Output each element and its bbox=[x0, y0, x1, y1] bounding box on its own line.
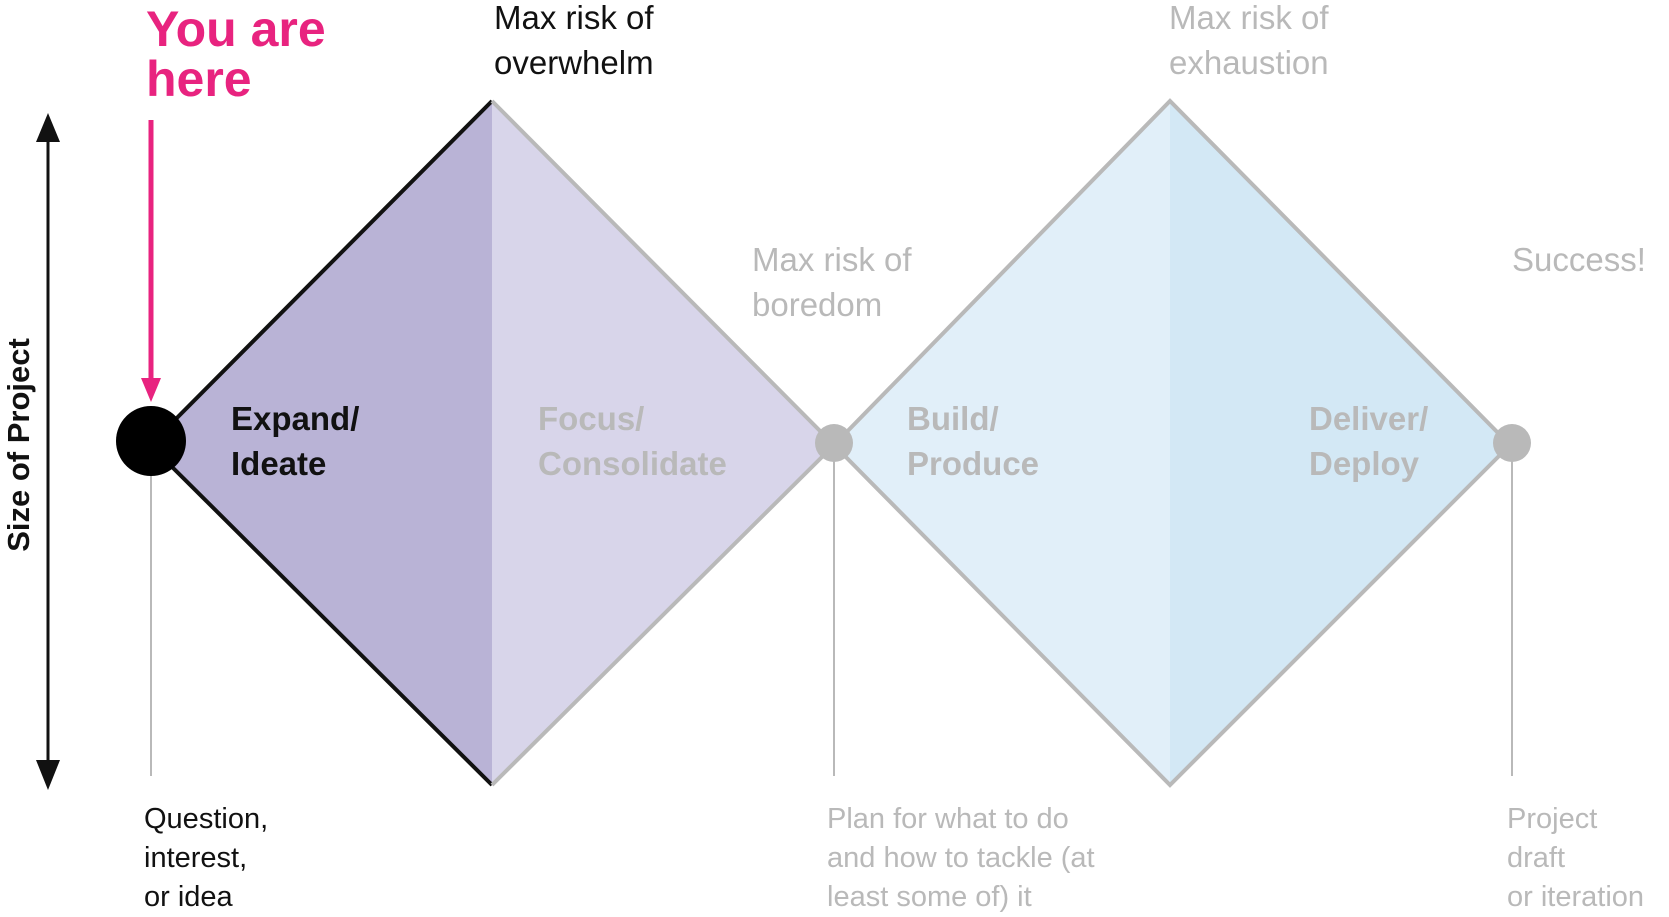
milestone-draft-line3: or iteration bbox=[1507, 881, 1645, 914]
you-are-here-line1: You are bbox=[146, 1, 326, 57]
stage-expand-line2: Ideate bbox=[231, 444, 327, 482]
milestone-project-draft: Project draft or iteration bbox=[1507, 800, 1644, 917]
build-produce-half bbox=[834, 101, 1170, 785]
you-are-here-label: You are here bbox=[146, 4, 326, 104]
risk-boredom-label: Max risk of boredom bbox=[752, 238, 912, 327]
stage-deliver-line2: Deploy bbox=[1309, 444, 1420, 482]
milestone-plan-line1: Plan for what to do bbox=[827, 803, 1069, 835]
milestone-question-line3: or idea bbox=[144, 881, 233, 914]
milestone-question-line2: interest, bbox=[144, 842, 248, 875]
stage-expand-ideate: Expand/ Ideate bbox=[231, 397, 359, 486]
stage-focus-consolidate: Focus/ Consolidate bbox=[538, 397, 727, 486]
you-are-here-line2: here bbox=[146, 51, 252, 107]
milestone-question-idea: Question, interest, or idea bbox=[144, 800, 268, 917]
milestone-question-line1: Question, bbox=[144, 803, 269, 835]
stage-build-line2: Produce bbox=[907, 444, 1040, 482]
stage-build-produce: Build/ Produce bbox=[907, 397, 1039, 486]
stage-deliver-line1: Deliver/ bbox=[1309, 400, 1429, 437]
stage-expand-line1: Expand/ bbox=[231, 400, 360, 437]
stage-focus-line2: Consolidate bbox=[538, 444, 727, 482]
risk-exhaustion-label: Max risk of exhaustion bbox=[1169, 0, 1329, 85]
current-position-dot bbox=[116, 406, 186, 476]
stage-focus-line1: Focus/ bbox=[538, 400, 645, 437]
risk-overwhelm-line1: Max risk of bbox=[494, 0, 654, 36]
risk-boredom-line1: Max risk of bbox=[752, 241, 912, 278]
milestone-draft-line2: draft bbox=[1507, 842, 1566, 875]
risk-overwhelm-label: Max risk of overwhelm bbox=[494, 0, 654, 85]
success-label: Success! bbox=[1512, 241, 1646, 278]
size-axis-arrow-up bbox=[36, 113, 60, 142]
plan-milestone-dot bbox=[815, 424, 853, 462]
milestone-plan: Plan for what to do and how to tackle (a… bbox=[827, 800, 1095, 917]
stage-deliver-deploy: Deliver/ Deploy bbox=[1309, 397, 1428, 486]
milestone-plan-line2: and how to tackle (at bbox=[827, 842, 1095, 875]
size-axis-label: Size of Project bbox=[1, 338, 36, 552]
risk-exhaustion-line1: Max risk of bbox=[1169, 0, 1329, 36]
risk-overwhelm-line2: overwhelm bbox=[494, 43, 654, 81]
expand-ideate-half bbox=[150, 101, 492, 785]
you-are-here-arrow-head bbox=[141, 378, 161, 402]
milestone-draft-line1: Project bbox=[1507, 803, 1598, 835]
focus-consolidate-half bbox=[492, 101, 834, 785]
risk-boredom-line2: boredom bbox=[752, 285, 883, 323]
size-axis-arrow-down bbox=[36, 760, 60, 790]
milestone-plan-line3: least some of) it bbox=[827, 881, 1032, 914]
stage-build-line1: Build/ bbox=[907, 400, 999, 437]
draft-milestone-dot bbox=[1493, 424, 1531, 462]
deliver-deploy-half bbox=[1170, 101, 1510, 785]
risk-exhaustion-line2: exhaustion bbox=[1169, 43, 1329, 81]
